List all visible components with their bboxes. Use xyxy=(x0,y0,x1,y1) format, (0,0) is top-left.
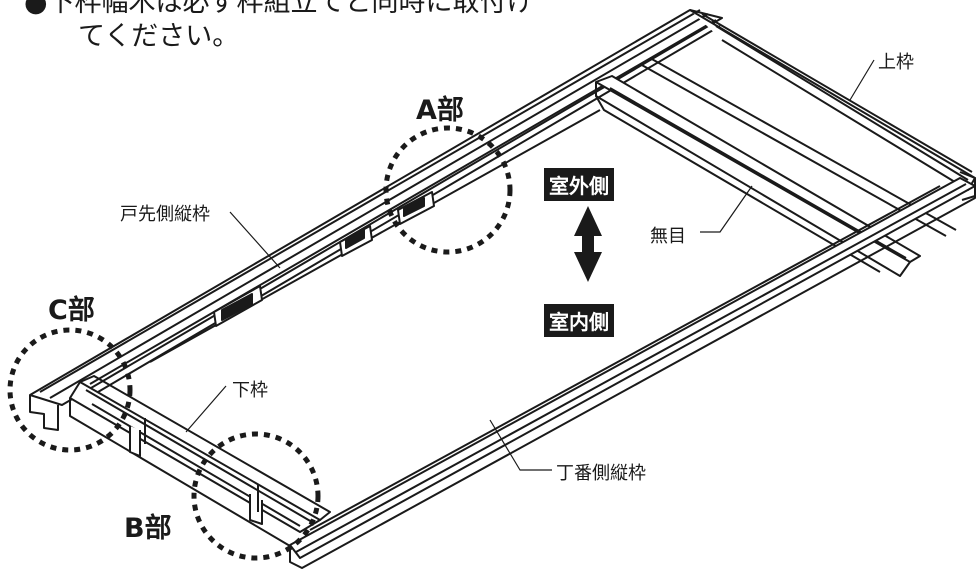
direction-arrow xyxy=(574,206,602,282)
label-indoor: 室内側 xyxy=(544,304,614,337)
label-section-c: C部 xyxy=(48,295,95,326)
label-mullion: 無目 xyxy=(650,226,686,247)
note-line-1: 下枠幅木は必ず枠組立てと同時に取付け xyxy=(47,0,534,18)
assembly-note: ●下枠幅木は必ず枠組立てと同時に取付け てください。 xyxy=(24,0,534,54)
stile-brackets xyxy=(213,191,435,327)
label-latch-side-stile: 戸先側縦枠 xyxy=(120,204,210,225)
bottom-frame xyxy=(69,375,331,547)
label-section-b: B部 xyxy=(124,513,172,544)
hinge-side-stile xyxy=(289,177,976,569)
leader-lines xyxy=(185,59,875,471)
detail-circle-a xyxy=(383,125,513,255)
note-line-2: てください。 xyxy=(78,21,240,52)
label-bottom-frame: 下枠 xyxy=(232,380,268,401)
detail-circle-b xyxy=(191,431,321,561)
mullion xyxy=(595,57,957,277)
detail-circle-c xyxy=(7,327,133,453)
label-outdoor: 室外側 xyxy=(544,168,614,201)
label-hinge-side-stile: 丁番側縦枠 xyxy=(556,463,646,484)
label-top-frame: 上枠 xyxy=(878,52,914,73)
label-section-a: A部 xyxy=(416,95,464,126)
bullet-icon: ● xyxy=(24,0,48,18)
